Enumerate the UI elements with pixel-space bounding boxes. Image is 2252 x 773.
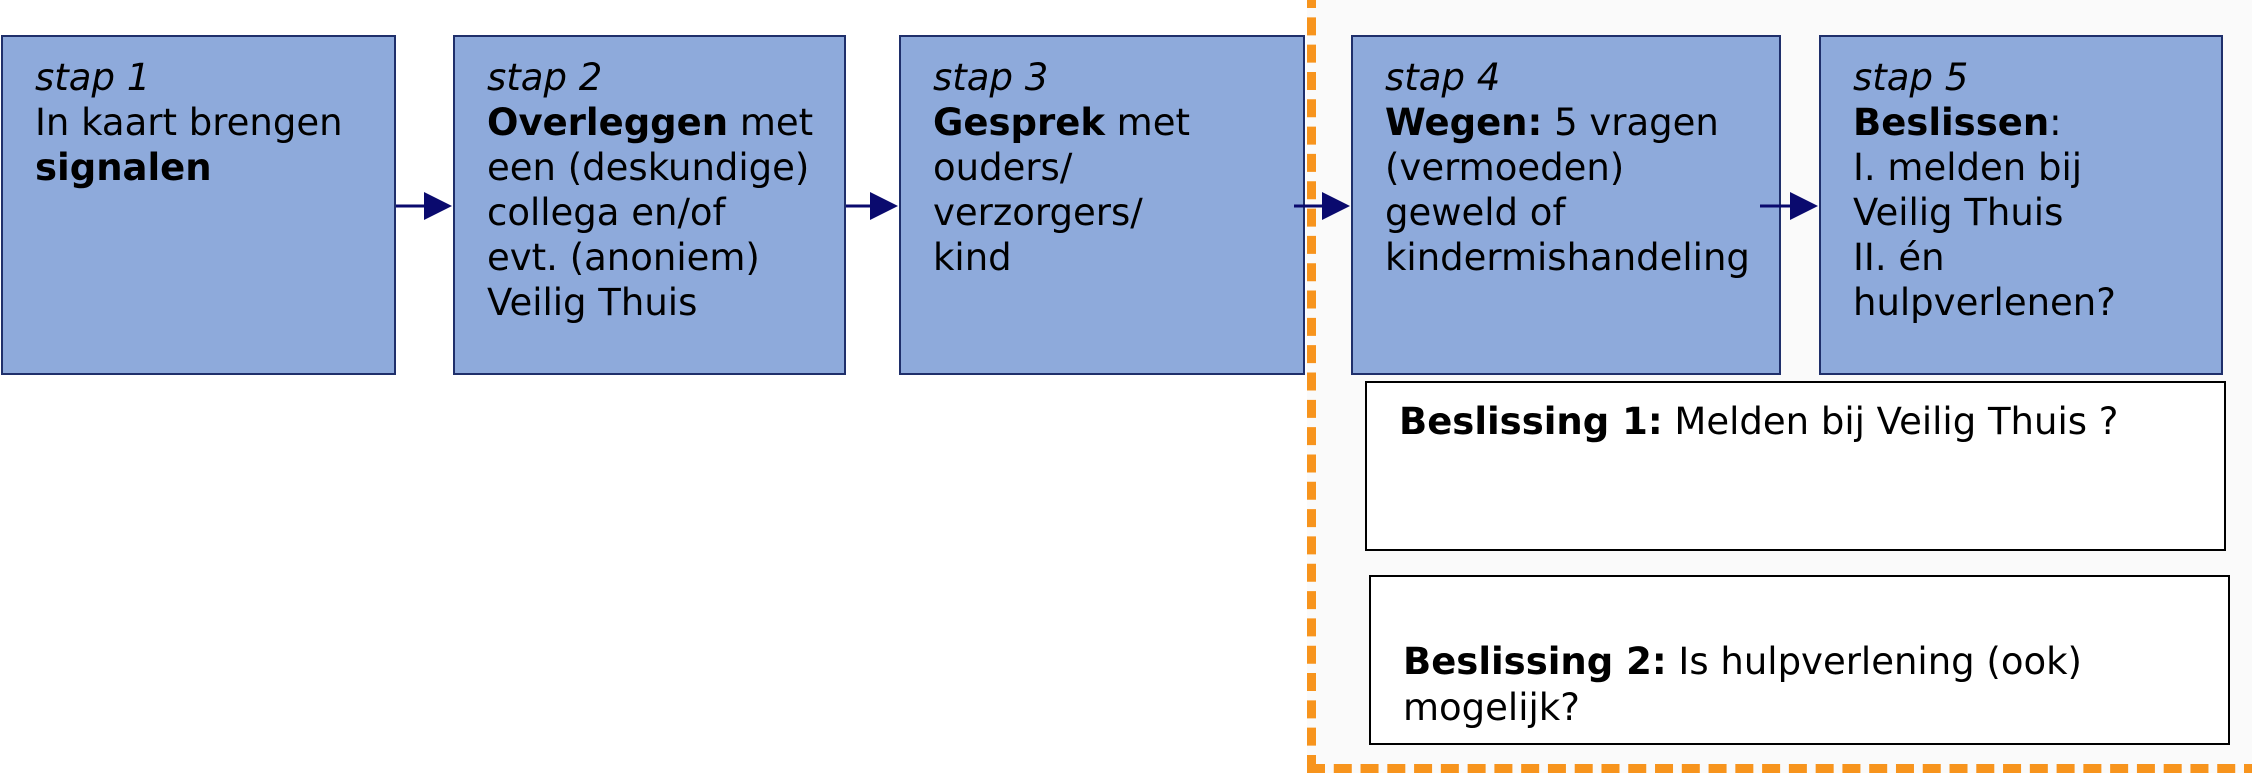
arrow-step3-to-step4 xyxy=(1294,192,1350,220)
arrow-step4-to-step5 xyxy=(1760,192,1818,220)
step-5-text: Beslissen: I. melden bij Veilig Thuis II… xyxy=(1853,100,2221,325)
decision-2-box: Beslissing 2: Is hulpverlening (ook) mog… xyxy=(1369,575,2230,745)
decision-1-label: Beslissing 1: xyxy=(1399,400,1663,443)
step-2-text: Overleggen met een (deskundige) collega … xyxy=(487,100,844,325)
arrow-step1-to-step2 xyxy=(396,192,452,220)
step-4-box: stap 4 Wegen: 5 vragen (vermoeden) gewel… xyxy=(1351,35,1781,375)
step-2-text-part-1: Overleggen xyxy=(487,101,729,144)
step-2-title: stap 2 xyxy=(487,56,603,99)
step-1-text: In kaart brengen signalen xyxy=(35,100,394,190)
decision-1-text: Melden bij Veilig Thuis ? xyxy=(1662,400,2119,443)
step-5-title: stap 5 xyxy=(1853,56,1969,99)
step-2-text-part-2: met een (deskundige) collega en/of evt. … xyxy=(487,101,814,324)
step-3-text: Gesprek met ouders/ verzorgers/ kind xyxy=(933,100,1303,280)
step-3-text-part-1: Gesprek xyxy=(933,101,1105,144)
step-1-box: stap 1 In kaart brengen signalen xyxy=(1,35,396,375)
step-3-title: stap 3 xyxy=(933,56,1049,99)
step-3-text-part-2: met ouders/ verzorgers/ kind xyxy=(933,101,1190,279)
step-1-text-part-2: signalen xyxy=(35,146,212,189)
step-4-title: stap 4 xyxy=(1385,56,1501,99)
decision-1-box: Beslissing 1: Melden bij Veilig Thuis ? xyxy=(1365,381,2226,551)
decision-2-label: Beslissing 2: xyxy=(1403,640,1667,683)
step-1-text-part-1: In kaart brengen xyxy=(35,101,343,144)
step-1-title: stap 1 xyxy=(35,56,151,99)
step-4-text-part-2: 5 vragen (vermoeden) geweld of kindermis… xyxy=(1385,101,1750,279)
step-5-text-part-2: : I. melden bij Veilig Thuis II. én hulp… xyxy=(1853,101,2116,324)
arrow-step2-to-step3 xyxy=(846,192,898,220)
step-4-text: Wegen: 5 vragen (vermoeden) geweld of ki… xyxy=(1385,100,1779,280)
step-3-box: stap 3 Gesprek met ouders/ verzorgers/ k… xyxy=(899,35,1305,375)
step-5-text-part-1: Beslissen xyxy=(1853,101,2050,144)
step-2-box: stap 2 Overleggen met een (deskundige) c… xyxy=(453,35,846,375)
decision-2-text: Is hulpverlening (ook) mogelijk? xyxy=(1403,640,2082,729)
step-5-box: stap 5 Beslissen: I. melden bij Veilig T… xyxy=(1819,35,2223,375)
step-4-text-part-1: Wegen: xyxy=(1385,101,1543,144)
